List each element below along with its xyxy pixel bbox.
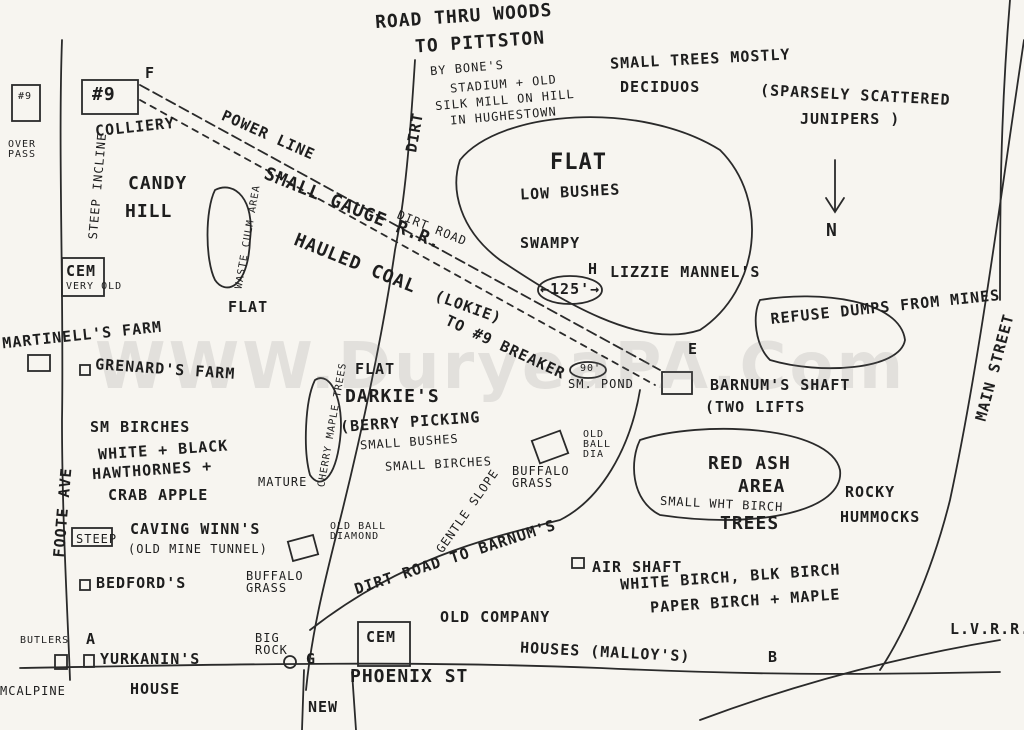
- label-lizzie-mannels: LIZZIE MANNEL'S: [610, 263, 761, 281]
- road-dirt-to-barnums: [309, 389, 641, 631]
- road-foote-ave: [59, 39, 71, 681]
- road-new-right: [351, 671, 357, 730]
- north-arrow-head: [825, 197, 845, 214]
- label-two-lifts: (TWO LIFTS: [705, 398, 806, 416]
- label-big-rock: BIG ROCK: [255, 631, 288, 657]
- label-hummocks: HUMMOCKS: [840, 508, 921, 526]
- refuse-dumps-outline: [754, 295, 906, 370]
- road-phoenix-st: [19, 662, 1001, 675]
- old-ball-dia-box: [530, 429, 570, 465]
- label-b: B: [768, 648, 779, 666]
- label-old-ball-dia: OLD BALL DIA: [583, 429, 612, 460]
- air-shaft-box: [571, 557, 585, 569]
- label-butlers: BUTLERS: [20, 635, 70, 646]
- label-hill: HILL: [125, 201, 173, 222]
- cherry-maple-outline: [304, 377, 342, 483]
- label-e: E: [688, 340, 699, 358]
- sm-pond-oval: [569, 361, 607, 379]
- big-rock-marker: [283, 655, 297, 669]
- label-flat-darkies: FLAT: [355, 360, 396, 378]
- steep-box: [71, 527, 113, 547]
- yurkanin-house: [83, 654, 95, 668]
- colliery-num9-box: [81, 79, 139, 115]
- road-dirt-vertical: [305, 59, 416, 691]
- label-f: F: [145, 64, 156, 82]
- label-candy: CANDY: [128, 173, 188, 194]
- label-flat-top: FLAT: [550, 150, 607, 175]
- label-dim-90: 90': [580, 363, 602, 374]
- label-h: H: [588, 260, 599, 278]
- label-yurkanins: YURKANIN'S: [100, 650, 201, 668]
- label-bedfords: BEDFORD'S: [96, 574, 187, 592]
- label-red-ash: RED ASH: [708, 453, 791, 474]
- butlers-house: [54, 654, 68, 670]
- label-air-shaft: AIR SHAFT: [592, 558, 683, 576]
- barnums-shaft-box: [661, 371, 693, 395]
- label-old-company: OLD COMPANY: [440, 608, 551, 626]
- label-caving-winns: CAVING WINN'S: [130, 520, 261, 538]
- label-old-mine-tunnel: (OLD MINE TUNNEL): [128, 542, 268, 556]
- label-sm-pond: SM. POND: [568, 377, 634, 391]
- label-junipers: JUNIPERS ): [800, 110, 901, 128]
- label-buffalo-grass-low: BUFFALO GRASS: [246, 569, 304, 595]
- label-flat-mid: FLAT: [228, 298, 269, 316]
- label-mature: MATURE: [258, 475, 308, 489]
- label-overpass: OVER PASS: [8, 139, 37, 160]
- cem-very-old-box: [61, 257, 105, 297]
- label-mcalpine: MCALPINE: [0, 684, 66, 698]
- label-rocky: ROCKY: [845, 483, 896, 501]
- label-new: NEW: [308, 698, 339, 716]
- label-north: N: [826, 220, 838, 241]
- label-old-ball-diamond: OLD BALL DIAMOND: [330, 521, 387, 542]
- lvrr-railroad: [699, 639, 1001, 721]
- cem-low-box: [357, 621, 411, 667]
- label-phoenix-st: PHOENIX ST: [350, 666, 469, 687]
- label-cem-low: CEM: [366, 628, 397, 646]
- label-area: AREA: [738, 476, 786, 497]
- label-num9: #9: [92, 84, 116, 105]
- label-steep: STEEP: [76, 532, 118, 546]
- lizzie-mannels-oval: [537, 275, 603, 305]
- label-house: HOUSE: [130, 680, 181, 698]
- label-darkies: DARKIE'S: [345, 386, 440, 407]
- label-crab-apple: CRAB APPLE: [108, 486, 209, 504]
- grenard-house: [79, 364, 91, 376]
- label-lvrr: L.V.R.R.: [950, 620, 1024, 638]
- label-sm-birches: SM BIRCHES: [90, 418, 191, 436]
- label-dim-125: ←125'→: [540, 280, 601, 298]
- small-gauge-railroad: [139, 99, 656, 386]
- label-cem-very-old: CEM: [66, 262, 97, 280]
- label-barnums-shaft: BARNUM'S SHAFT: [710, 376, 851, 394]
- label-num9-small: #9: [18, 91, 33, 102]
- waste-culm-outline: [206, 186, 252, 289]
- old-ball-diamond-box: [286, 533, 320, 563]
- label-trees: TREES: [720, 513, 780, 534]
- label-deciduos: DECIDUOS: [620, 78, 701, 96]
- martinell-house: [27, 354, 51, 372]
- watermark: WWW.DuryeaPA.Com: [95, 330, 907, 404]
- flat-area-outline: [455, 116, 753, 336]
- power-line: [139, 84, 661, 371]
- bedford-house: [79, 579, 91, 591]
- label-swampy: SWAMPY: [520, 234, 581, 252]
- road-new: [301, 669, 305, 730]
- line-right-edge: [999, 0, 1011, 301]
- road-main-street: [879, 39, 1024, 671]
- label-very-old: VERY OLD: [66, 281, 123, 292]
- overpass-box: [11, 84, 41, 122]
- label-a: A: [86, 630, 97, 648]
- red-ash-area-outline: [633, 427, 841, 521]
- label-buffalo-grass-mid: BUFFALO GRASS: [512, 464, 570, 490]
- label-g: G: [306, 650, 317, 668]
